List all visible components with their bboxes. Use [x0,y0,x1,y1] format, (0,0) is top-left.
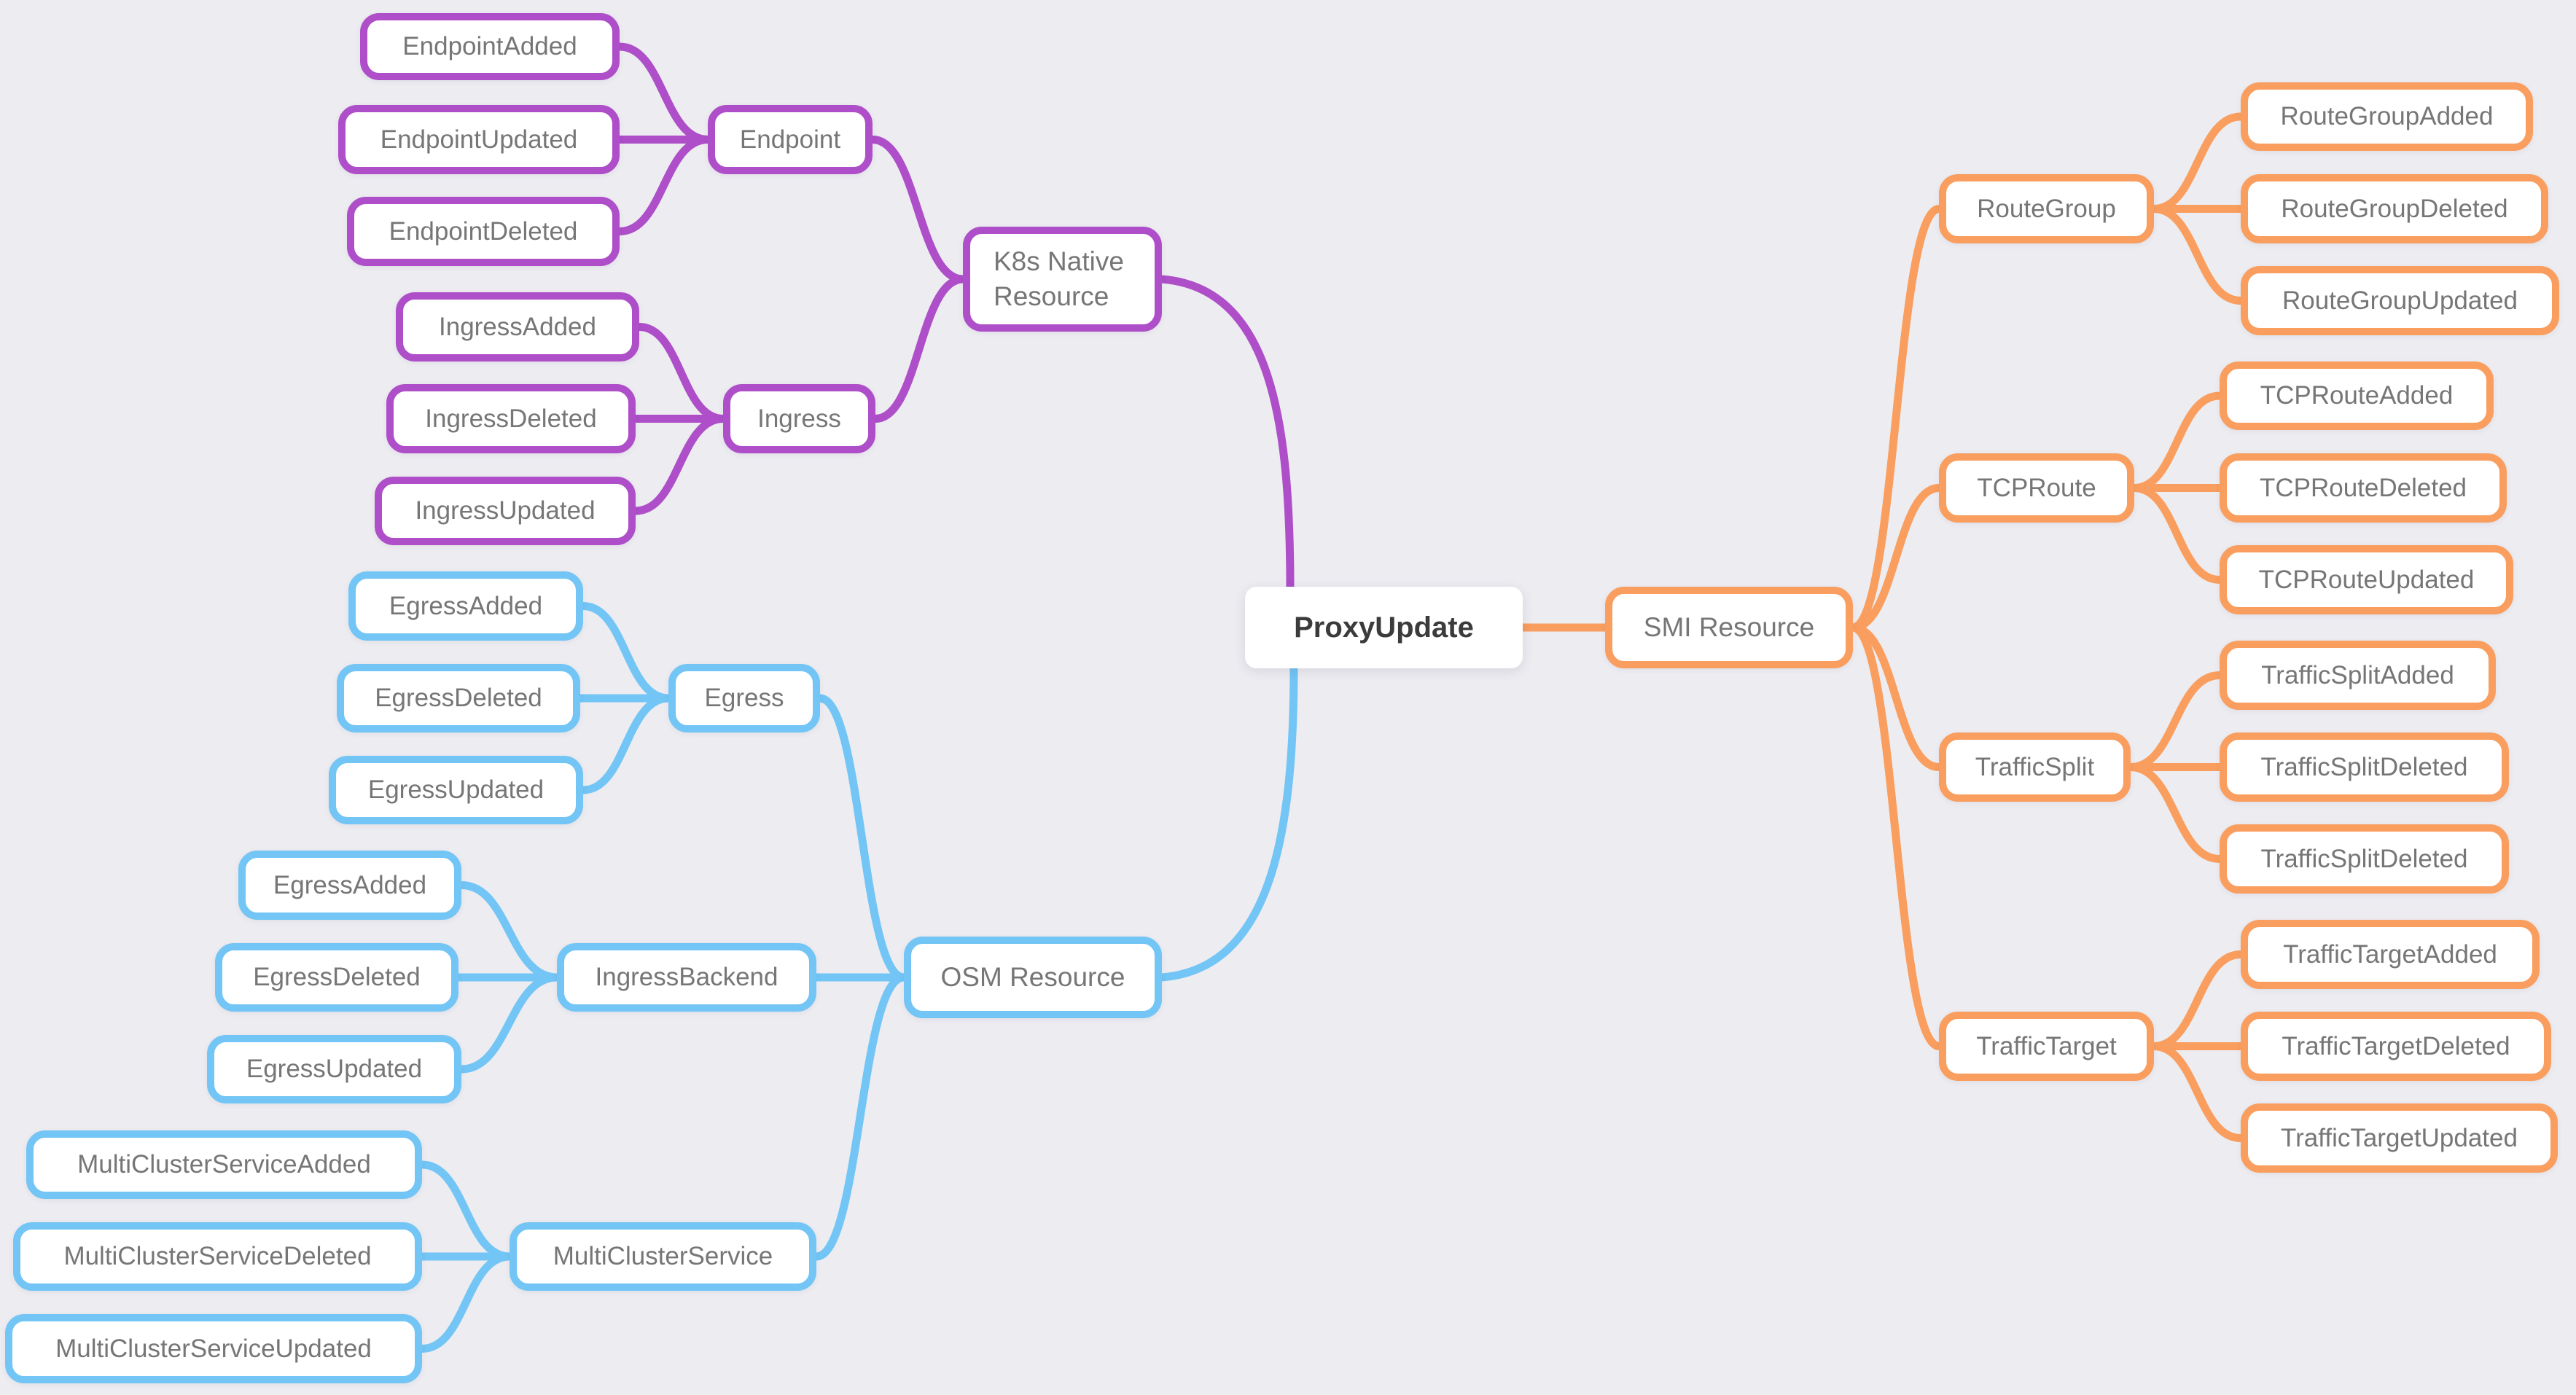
node-route-group: RouteGroup [1939,174,2154,243]
edge-egress--osm-resource [816,694,908,982]
node-multiclusterservice-updated: MultiClusterServiceUpdated [5,1314,422,1383]
node-traffictarget-added: TrafficTargetAdded [2241,920,2540,989]
edge-ingressbackend-egress-updated--ingress-backend [457,973,561,1074]
node-label-line: K8s Native [994,246,1124,276]
edge-traffic-target--traffictarget-added [2150,950,2245,1050]
node-traffic-split: TrafficSplit [1939,732,2131,802]
node-trafficsplit-deleted-2: TrafficSplitDeleted [2220,824,2509,894]
node-egress-added: EgressAdded [348,571,583,641]
node-endpoint: Endpoint [708,105,873,174]
node-ingress-added: IngressAdded [396,292,639,362]
edge-traffic-target--traffictarget-updated [2150,1042,2245,1142]
edge-endpoint-deleted--endpoint [615,136,712,235]
node-multiclusterservice-added: MultiClusterServiceAdded [26,1130,422,1199]
node-traffictarget-deleted: TrafficTargetDeleted [2241,1012,2551,1081]
edge-ingress--k8s-native-resource [871,275,967,423]
node-tcproute-updated: TCPRouteUpdated [2220,545,2513,614]
node-ingress-updated: IngressUpdated [375,477,636,545]
edge-traffic-split--trafficsplit-added [2126,671,2224,771]
node-endpoint-added: EndpointAdded [360,13,620,80]
edge-ingress-added--ingress [635,323,727,423]
edge-osm-resource--proxy-update [1158,662,1298,982]
edge-multi-cluster-service--osm-resource [812,973,908,1261]
node-routegroup-updated: RouteGroupUpdated [2241,266,2559,335]
edge-endpoint--k8s-native-resource [868,136,967,284]
node-ingress-deleted: IngressDeleted [386,384,636,453]
edge-ingress-updated--ingress [631,415,727,515]
node-tcproute-added: TCPRouteAdded [2220,362,2494,430]
node-routegroup-deleted: RouteGroupDeleted [2241,174,2548,243]
node-traffic-target: TrafficTarget [1939,1012,2154,1081]
edge-tcp-route--tcproute-updated [2130,484,2224,584]
node-multiclusterservice-deleted: MultiClusterServiceDeleted [13,1222,422,1291]
node-egress-updated: EgressUpdated [329,756,583,824]
edge-multiclusterservice-added--multi-cluster-service [418,1160,514,1261]
node-tcp-route: TCPRoute [1939,453,2134,523]
edge-multiclusterservice-updated--multi-cluster-service [418,1252,514,1353]
edge-route-group--routegroup-added [2150,112,2245,213]
node-smi-resource: SMI Resource [1605,587,1853,668]
edge-endpoint-added--endpoint [615,42,712,144]
node-multi-cluster-service: MultiClusterService [510,1222,816,1291]
node-traffictarget-updated: TrafficTargetUpdated [2241,1103,2558,1173]
edge-egress-updated--egress [579,694,673,794]
node-ingress-backend: IngressBackend [557,943,816,1012]
edge-smi-resource--traffic-split [1849,623,1943,771]
edge-traffic-split--trafficsplit-deleted-2 [2126,763,2224,863]
node-ingressbackend-egress-updated: EgressUpdated [207,1035,461,1103]
node-proxy-update: ProxyUpdate [1245,587,1523,668]
node-endpoint-deleted: EndpointDeleted [347,197,620,266]
node-ingress: Ingress [723,384,875,453]
edge-smi-resource--traffic-target [1849,623,1943,1050]
node-endpoint-updated: EndpointUpdated [338,105,620,174]
edge-egress-added--egress [579,602,673,703]
node-tcproute-deleted: TCPRouteDeleted [2220,453,2507,523]
edge-ingressbackend-egress-added--ingress-backend [457,881,561,982]
node-ingressbackend-egress-deleted: EgressDeleted [215,943,458,1012]
edge-route-group--routegroup-updated [2150,205,2245,305]
node-trafficsplit-added: TrafficSplitAdded [2220,641,2496,710]
node-osm-resource: OSM Resource [904,937,1162,1018]
edge-tcp-route--tcproute-added [2130,391,2224,492]
node-egress: Egress [668,664,820,732]
edge-k8s-native-resource--proxy-update [1158,275,1295,593]
node-egress-deleted: EgressDeleted [337,664,580,732]
node-label-line: Resource [994,281,1109,311]
node-ingressbackend-egress-added: EgressAdded [238,851,461,920]
edge-smi-resource--tcp-route [1849,484,1943,632]
node-trafficsplit-deleted-1: TrafficSplitDeleted [2220,732,2509,802]
node-routegroup-added: RouteGroupAdded [2241,82,2533,151]
edge-smi-resource--route-group [1849,205,1943,632]
